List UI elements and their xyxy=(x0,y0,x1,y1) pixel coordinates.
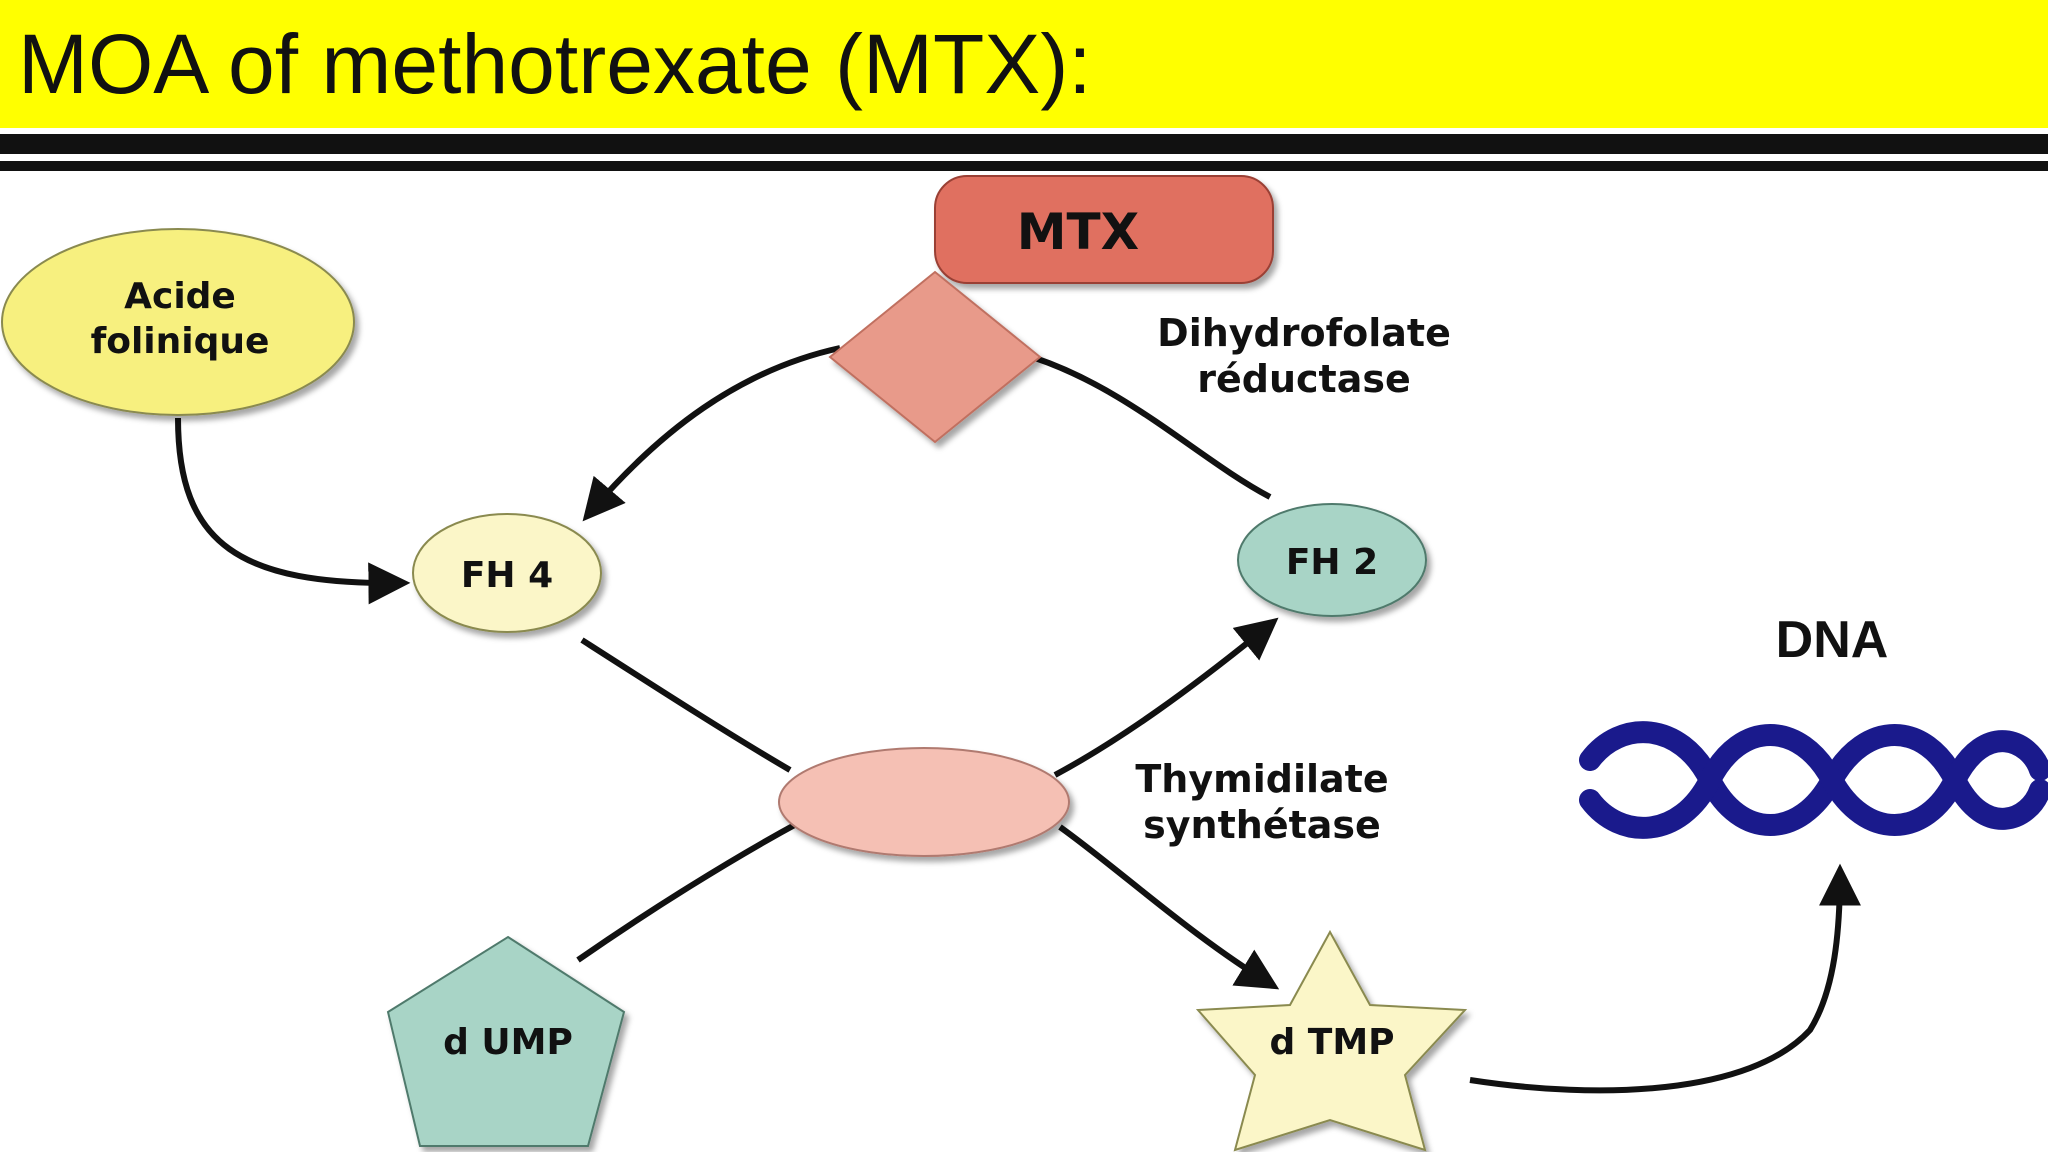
dhfr-label-line2: réductase xyxy=(1197,357,1411,401)
arrow-acide-to-fh4 xyxy=(175,417,411,605)
fh2-label: FH 2 xyxy=(1286,542,1378,583)
dhfr-diamond xyxy=(828,270,1042,444)
line-diamond-to-fh2 xyxy=(1034,355,1272,500)
title-separator-thick xyxy=(0,134,2048,154)
title-separator-thin xyxy=(0,161,2048,171)
arrow-ts-to-dtmp xyxy=(1058,824,1280,990)
ts-oval xyxy=(778,747,1070,857)
title-bar: MOA of methotrexate (MTX): xyxy=(0,0,2048,128)
line-dump-to-ts xyxy=(576,819,802,963)
acide-label-line2: folinique xyxy=(91,321,270,362)
acide-label-line1: Acide xyxy=(124,276,236,317)
dtmp-node: d TMP xyxy=(1195,929,1468,1152)
ts-label-line1: Thymidilate xyxy=(1135,757,1388,801)
fh2-node: FH 2 xyxy=(1237,503,1427,617)
arrow-diamond-to-fh4 xyxy=(582,345,841,522)
arrow-ts-to-fh2 xyxy=(1053,617,1279,778)
dhfr-label-line1: Dihydrofolate xyxy=(1157,311,1451,355)
dna-helix-icon xyxy=(1579,721,2048,839)
dump-label: d UMP xyxy=(443,1022,573,1063)
line-fh4-to-ts xyxy=(580,637,792,773)
slide-title: MOA of methotrexate (MTX): xyxy=(18,17,1092,111)
acide-folinique-node: Acide folinique xyxy=(1,228,355,416)
mtx-label: MTX xyxy=(1017,203,1139,261)
ts-label-line2: synthétase xyxy=(1143,803,1381,847)
fh4-node: FH 4 xyxy=(412,513,602,633)
dna-label: DNA xyxy=(1776,611,1889,669)
fh4-label: FH 4 xyxy=(461,555,553,596)
dtmp-label: d TMP xyxy=(1269,1022,1394,1063)
mtx-box: MTX xyxy=(934,175,1274,284)
arrow-dtmp-to-dna xyxy=(1469,863,1861,1094)
dump-node: d UMP xyxy=(386,935,626,1147)
